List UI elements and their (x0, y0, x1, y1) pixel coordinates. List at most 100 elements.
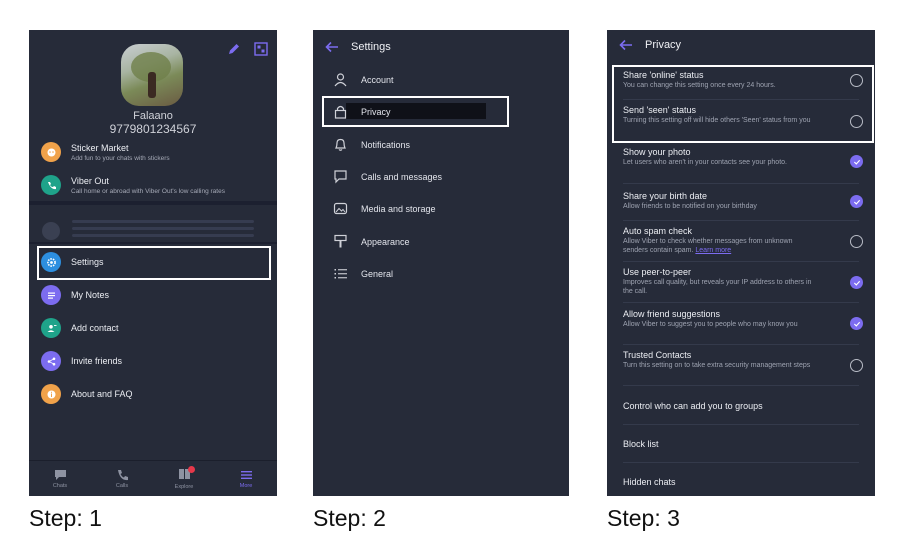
privacy-item-title: Auto spam check (623, 226, 693, 236)
privacy-item-title: Allow friend suggestions (623, 309, 721, 319)
privacy-item-friend-suggestions[interactable]: Allow friend suggestions Allow Viber to … (623, 309, 859, 330)
trusted-contacts-checkbox[interactable] (850, 359, 863, 372)
back-arrow-icon[interactable] (325, 41, 339, 53)
bell-icon (335, 138, 346, 151)
privacy-item-show-photo[interactable]: Show your photo Let users who aren't in … (623, 147, 859, 168)
check-icon (853, 280, 860, 286)
menu-item-invite-friends[interactable]: Invite friends (41, 351, 122, 371)
privacy-item-online-status[interactable]: Share 'online' status You can change thi… (623, 70, 859, 91)
divider (623, 385, 859, 386)
nav-label: More (239, 482, 253, 489)
settings-highlight-box (37, 246, 271, 280)
seen-status-checkbox[interactable] (850, 115, 863, 128)
privacy-item-subtitle: Turn this setting on to take extra secur… (623, 362, 811, 369)
privacy-item-birth-date[interactable]: Share your birth date Allow friends to b… (623, 191, 859, 212)
privacy-item-peer-to-peer[interactable]: Use peer-to-peer Improves call quality, … (623, 267, 859, 296)
settings-item-general[interactable]: General (333, 266, 393, 281)
sticker-market-title: Sticker Market (71, 142, 129, 153)
chat-bubble-icon (334, 170, 347, 184)
bottom-navigation: Chats Calls Explore More (29, 460, 277, 496)
image-icon (333, 202, 348, 215)
avatar[interactable] (121, 44, 183, 106)
placeholder-line (72, 220, 254, 223)
privacy-item-subtitle: Let users who aren't in your contacts se… (623, 159, 787, 166)
privacy-item-subtitle: Allow Viber to suggest you to people who… (623, 321, 798, 328)
nav-more[interactable]: More (215, 461, 277, 496)
list-icon (334, 269, 347, 279)
settings-item-account[interactable]: Account (333, 72, 394, 87)
privacy-item-title: Use peer-to-peer (623, 267, 692, 277)
settings-item-label: Privacy (361, 106, 391, 117)
section-divider (29, 242, 277, 244)
nav-label: Calls (115, 482, 129, 489)
birth-date-checkbox[interactable] (850, 195, 863, 208)
menu-icon (240, 470, 252, 479)
privacy-header: Privacy (607, 30, 875, 60)
phone-icon (117, 469, 128, 480)
nav-chats[interactable]: Chats (29, 461, 91, 496)
phone-icon (41, 175, 61, 195)
settings-item-privacy[interactable]: Privacy (333, 104, 391, 119)
menu-item-about[interactable]: About and FAQ (41, 384, 133, 404)
privacy-item-title: Show your photo (623, 147, 691, 157)
privacy-item-trusted-contacts[interactable]: Trusted Contacts Turn this setting on to… (623, 350, 859, 371)
privacy-item-group-control[interactable]: Control who can add you to groups (623, 401, 763, 411)
divider (623, 344, 859, 345)
sticker-market-item[interactable]: Sticker Market Add fun to your chats wit… (41, 142, 170, 162)
add-contact-icon (41, 318, 61, 338)
edit-icon[interactable] (227, 42, 241, 56)
menu-item-add-contact[interactable]: Add contact (41, 318, 119, 338)
peer-to-peer-checkbox[interactable] (850, 276, 863, 289)
check-icon (853, 199, 860, 205)
viber-out-item[interactable]: Viber Out Call home or abroad with Viber… (41, 175, 225, 195)
show-photo-checkbox[interactable] (850, 155, 863, 168)
explore-icon (178, 465, 195, 484)
privacy-item-subtitle: Turning this setting off will hide other… (623, 117, 811, 124)
divider (623, 220, 859, 221)
section-divider (29, 201, 277, 205)
menu-item-settings[interactable]: Settings (41, 252, 104, 272)
nav-explore[interactable]: Explore (153, 461, 215, 496)
menu-item-label: Settings (71, 257, 104, 267)
divider (623, 183, 859, 184)
learn-more-link[interactable]: Learn more (695, 246, 732, 254)
step-label: Step: 1 (29, 505, 102, 531)
spam-check-subtitle-text: Allow Viber to check whether messages fr… (623, 238, 793, 254)
placeholder-line (72, 234, 254, 237)
spam-check-checkbox[interactable] (850, 235, 863, 248)
menu-item-my-notes[interactable]: My Notes (41, 285, 109, 305)
divider (623, 261, 859, 262)
privacy-item-title: Send 'seen' status (623, 105, 696, 115)
privacy-item-block-list[interactable]: Block list (623, 439, 659, 449)
menu-item-label: Add contact (71, 323, 119, 333)
page-title: Settings (351, 41, 391, 53)
privacy-item-subtitle: Allow Viber to check whether messages fr… (623, 238, 819, 255)
friend-suggestions-checkbox[interactable] (850, 317, 863, 330)
viber-out-subtitle: Call home or abroad with Viber Out's low… (71, 187, 225, 195)
notes-icon (41, 285, 61, 305)
qr-code-icon[interactable] (254, 42, 268, 56)
online-status-checkbox[interactable] (850, 74, 863, 87)
privacy-item-hidden-chats[interactable]: Hidden chats (623, 477, 676, 487)
nav-calls[interactable]: Calls (91, 461, 153, 496)
settings-item-calls-messages[interactable]: Calls and messages (333, 169, 442, 184)
privacy-item-spam-check[interactable]: Auto spam check Allow Viber to check whe… (623, 226, 859, 255)
settings-item-label: Appearance (361, 236, 410, 247)
settings-item-label: Account (361, 74, 394, 85)
chat-icon (54, 469, 66, 480)
profile-number: 9779801234567 (109, 122, 197, 136)
settings-item-label: Media and storage (361, 203, 436, 214)
viber-out-title: Viber Out (71, 175, 109, 186)
sticker-market-subtitle: Add fun to your chats with stickers (71, 154, 170, 162)
step-label: Step: 3 (607, 505, 680, 531)
settings-item-appearance[interactable]: Appearance (333, 234, 410, 249)
menu-item-label: Invite friends (71, 356, 123, 366)
settings-screen: Settings Account Privacy Notifications C… (313, 30, 569, 496)
back-arrow-icon[interactable] (619, 39, 633, 51)
settings-item-label: Notifications (361, 139, 411, 150)
privacy-item-subtitle: Allow friends to be notified on your bir… (623, 203, 757, 210)
privacy-item-seen-status[interactable]: Send 'seen' status Turning this setting … (623, 105, 859, 126)
settings-item-media-storage[interactable]: Media and storage (333, 201, 436, 216)
settings-item-notifications[interactable]: Notifications (333, 137, 410, 152)
status-settings-highlight-box (612, 65, 874, 143)
